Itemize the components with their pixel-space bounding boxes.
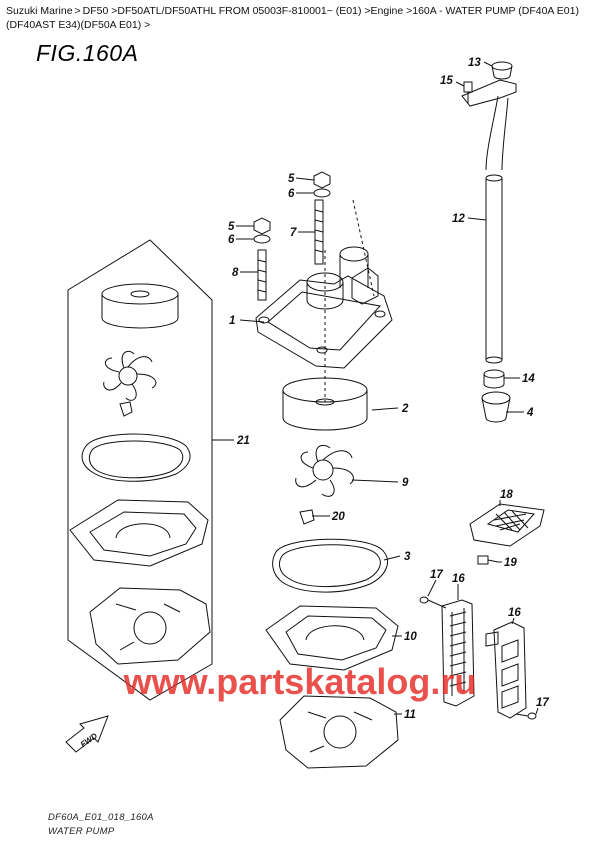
kit-impeller-housing	[101, 283, 179, 329]
washer-6-lower	[253, 234, 271, 244]
callout-17-lower[interactable]: 17	[536, 697, 549, 709]
callout-3[interactable]: 3	[404, 551, 411, 563]
impeller-9	[295, 444, 354, 497]
nut-5-lower	[253, 217, 271, 235]
screw-17-lower	[515, 712, 537, 720]
callout-16-left[interactable]: 16	[452, 573, 465, 585]
grommet-14	[483, 369, 505, 389]
breadcrumb-link-df50[interactable]: DF50	[82, 5, 109, 17]
callout-7[interactable]: 7	[290, 227, 297, 239]
kit-impeller	[103, 350, 157, 401]
callout-6-lower[interactable]: 6	[228, 234, 235, 246]
figure-caption: WATER PUMP	[48, 826, 115, 837]
screen-18	[469, 503, 545, 547]
callout-12[interactable]: 12	[452, 213, 465, 225]
impeller-housing-2	[282, 377, 368, 431]
kit-frame	[67, 239, 213, 701]
callout-11[interactable]: 11	[404, 709, 416, 721]
callout-18[interactable]: 18	[500, 489, 513, 501]
pump-housing	[255, 246, 393, 369]
stud-bolt-7	[314, 199, 324, 265]
callout-5-lower[interactable]: 5	[228, 221, 235, 233]
gasket-3	[272, 538, 388, 593]
fwd-arrow-icon	[65, 715, 109, 753]
kit-gasket	[81, 433, 191, 482]
callout-6-upper[interactable]: 6	[288, 188, 295, 200]
callout-15[interactable]: 15	[440, 75, 453, 87]
kit-liner-plate	[69, 499, 209, 567]
grommet-13	[491, 61, 513, 80]
callout-2[interactable]: 2	[401, 403, 409, 415]
breadcrumb-separator: >	[74, 5, 81, 17]
stud-bolt-8	[257, 249, 267, 301]
breadcrumb-link-suzuki-marine[interactable]: Suzuki Marine	[6, 5, 73, 17]
callout-21[interactable]: 21	[236, 435, 250, 447]
seal-4	[481, 391, 518, 423]
callout-19[interactable]: 19	[504, 557, 517, 569]
callout-14[interactable]: 14	[522, 373, 535, 385]
figure-code: DF60A_E01_018_160A	[48, 812, 154, 823]
breadcrumb-link-model[interactable]: >DF50ATL/DF50ATHL FROM 05003F-810001~ (E…	[111, 5, 362, 17]
watermark: www.partskatalog.ru	[123, 661, 477, 702]
nut-5-upper	[313, 171, 331, 189]
kit-lower-plate	[89, 587, 211, 665]
leader-lines	[236, 61, 539, 715]
screw-17-upper	[419, 596, 447, 609]
callout-1[interactable]: 1	[229, 315, 235, 327]
callout-8[interactable]: 8	[232, 267, 239, 279]
breadcrumb: Suzuki Marine>DF50 >DF50ATL/DF50ATHL FRO…	[6, 4, 594, 32]
callout-5-upper[interactable]: 5	[288, 173, 295, 185]
callout-9[interactable]: 9	[402, 477, 409, 489]
washer-6-upper	[313, 188, 331, 198]
callout-16-right[interactable]: 16	[508, 607, 521, 619]
plate-11	[279, 695, 399, 769]
callout-13[interactable]: 13	[468, 57, 481, 69]
key-20	[299, 509, 315, 525]
alignment-line	[352, 199, 375, 297]
liner-plate-10	[265, 605, 399, 671]
breadcrumb-tail: >	[144, 19, 151, 31]
kit-key	[119, 401, 133, 417]
grille-16-left	[441, 599, 475, 707]
callout-10[interactable]: 10	[404, 631, 417, 643]
bolt-19	[477, 555, 499, 565]
callout-20[interactable]: 20	[331, 511, 345, 523]
tube-bracket	[461, 79, 517, 107]
breadcrumb-link-engine[interactable]: >Engine	[364, 5, 404, 17]
callout-4[interactable]: 4	[526, 407, 534, 419]
grille-16-right	[485, 621, 527, 719]
water-tube-12	[485, 95, 509, 364]
callout-17-upper[interactable]: 17	[430, 569, 443, 581]
figure-title: FIG.160A	[36, 40, 139, 66]
breadcrumb-link-water-pump[interactable]: >160A - WATER PUMP (DF40A E01)(DF40AST E…	[6, 5, 579, 31]
